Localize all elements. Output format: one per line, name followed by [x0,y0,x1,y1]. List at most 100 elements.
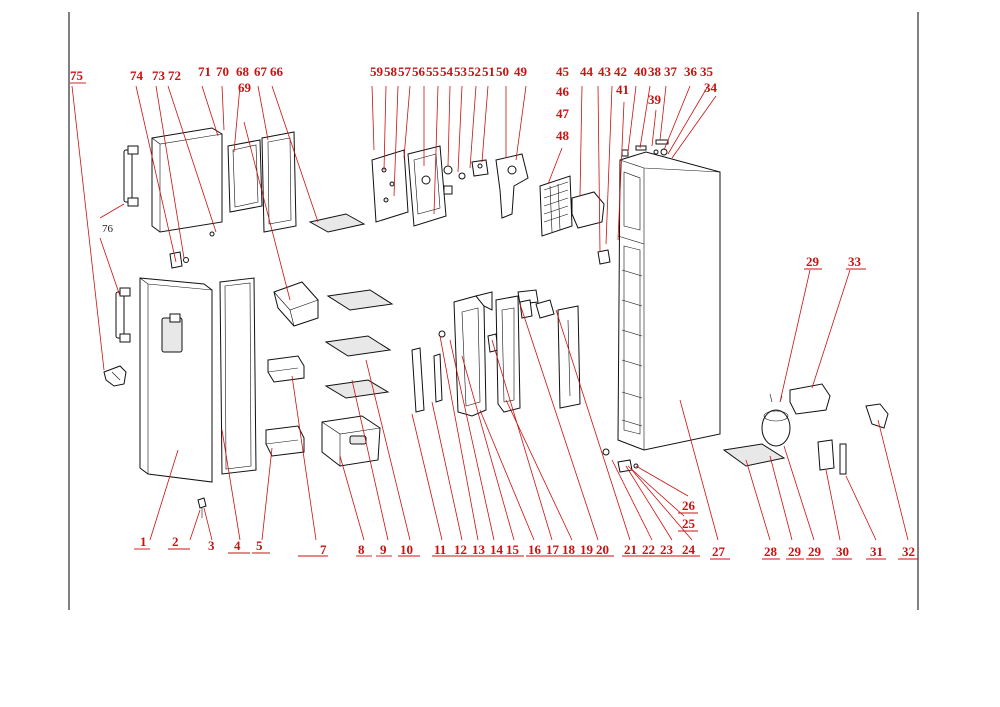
freezer-door [151,127,223,233]
duct-cover-20 [517,289,539,305]
part-label-36: 36 [684,64,698,79]
part-label-46: 46 [556,84,570,99]
part-label-76: 76 [102,223,114,235]
handle-lower [115,287,131,343]
compressor-base-plate [722,443,786,467]
fresh-food-door-gasket [219,277,257,475]
part-label-5: 5 [256,538,263,553]
part-label-39: 39 [648,92,662,107]
part-label-37: 37 [664,64,678,79]
part-label-26: 26 [682,498,696,513]
part-label-11: 11 [434,542,446,557]
part-label-54: 54 [440,64,454,79]
part-label-44: 44 [580,64,594,79]
part-label-31: 31 [870,544,883,559]
part-label-41: 41 [616,82,629,97]
part-label-28: 28 [764,544,778,559]
part-label-7: 7 [320,542,327,557]
part-label-57: 57 [398,64,412,79]
freezer-inner-frame [261,131,297,233]
part-label-68: 68 [236,64,250,79]
parts-drawings [103,127,889,518]
freezer-door-gasket [227,139,263,213]
part-label-3: 3 [208,538,215,553]
freezer-shelf [308,213,366,233]
part-label-30: 30 [836,544,849,559]
part-label-48: 48 [556,128,570,143]
part-label-29-a: 29 [788,544,802,559]
cabinet-top-fittings [621,139,669,157]
handle-upper [123,145,139,207]
part-label-15: 15 [506,542,520,557]
part-label-58: 58 [384,64,398,79]
air-duct-assembly [453,291,493,417]
part-label-38: 38 [648,64,662,79]
part-label-69: 69 [238,80,252,95]
part-label-56: 56 [412,64,426,79]
part-label-55: 55 [426,64,440,79]
duct-panel-13 [433,330,446,403]
part-label-43: 43 [598,64,612,79]
part-label-19: 19 [580,542,594,557]
part-label-67: 67 [254,64,268,79]
door-stop-parts [169,231,215,269]
part-label-21: 21 [624,542,637,557]
part-label-9: 9 [380,542,387,557]
part-label-27: 27 [712,544,726,559]
part-label-14: 14 [490,542,504,557]
part-label-32: 32 [902,544,915,559]
relay-box [817,439,847,475]
part-label-2: 2 [172,534,179,549]
part-label-71: 71 [198,64,211,79]
evaporator [539,175,573,237]
cabinet [617,151,721,451]
evaporator-cover-21 [557,305,581,409]
door-screws [197,497,207,518]
part-label-49: 49 [514,64,528,79]
sensor-parts [519,299,555,319]
part-label-13: 13 [472,542,486,557]
part-label-35: 35 [700,64,714,79]
part-label-33: 33 [848,254,862,269]
door-bin-middle [267,355,305,383]
part-label-74: 74 [130,68,144,83]
part-label-59: 59 [370,64,384,79]
compressor [761,393,791,447]
part-label-70: 70 [216,64,229,79]
part-label-40: 40 [634,64,647,79]
freezer-duct-49 [495,153,529,219]
part-label-22: 22 [642,542,655,557]
part-label-51: 51 [482,64,495,79]
crisper-drawer [321,415,381,467]
glass-shelf-1 [326,289,394,311]
hinge-middle [597,249,611,265]
part-label-8: 8 [358,542,365,557]
part-label-18: 18 [562,542,576,557]
part-label-34: 34 [704,80,718,95]
fresh-food-door [139,277,213,483]
part-label-53: 53 [454,64,468,79]
part-label-4: 4 [234,538,241,553]
leveling-feet [602,448,639,473]
part-label-20: 20 [596,542,609,557]
hinge-bottom-left [103,365,127,387]
damper-parts [471,159,489,177]
part-label-25: 25 [682,516,696,531]
drain-tray [571,191,605,229]
leader-lines [71,85,909,541]
door-bin-upper [273,281,319,327]
glass-shelf-3 [324,379,390,399]
glass-shelf-2 [324,335,392,357]
part-label-24: 24 [682,542,696,557]
fan-assembly [443,165,466,195]
part-label-10: 10 [400,542,413,557]
evaporation-tray [789,383,831,415]
part-label-16: 16 [528,542,542,557]
part-label-29-top: 29 [806,254,820,269]
part-label-12: 12 [454,542,467,557]
part-label-47: 47 [556,106,570,121]
duct-panel-18 [495,295,521,413]
part-label-52: 52 [468,64,481,79]
part-label-29-b: 29 [808,544,822,559]
